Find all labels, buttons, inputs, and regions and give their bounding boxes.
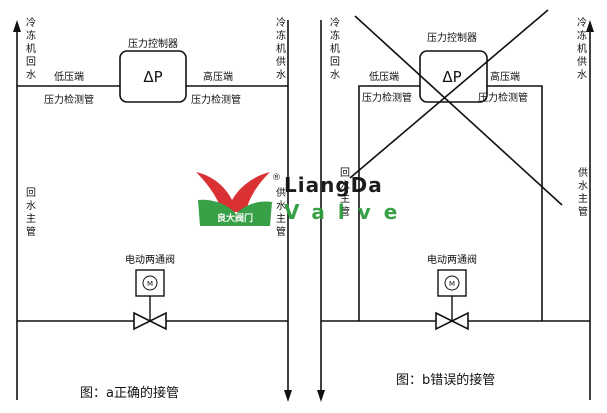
diagram-a-valve-label: 电动两通阀 [125,253,175,266]
diagram-a: 冷冻机回水 冷冻机供水 压力控制器 ΔP 低压端 高压端 压力检测管 压力检测管… [13,16,292,402]
diagram-b-cross-line-1 [354,15,563,206]
diagram-a-supply-arrow-icon [284,390,292,402]
diagram-a-motor-icon [142,275,158,291]
diagram-b-motor-symbol: M [449,280,455,288]
diagram-b-low-side-label: 低压端 [369,70,399,83]
liangda-logo-text: 良大阀门 [217,212,253,224]
diagram-a-left-tube-label: 压力检测管 [44,93,94,106]
diagram-b-caption: 图：b错误的接管 [396,372,495,388]
diagram-a-return-arrow-icon [13,20,21,32]
diagram-a-high-side-label: 高压端 [203,70,233,83]
diagram-b: 冷冻机回水 冷冻机供水 压力控制器 ΔP 低压端 高压端 压力检测管 压力检测管… [317,9,594,402]
diagram-a-supply-main-label: 供水主管 [276,186,286,238]
diagram-b-high-side-label: 高压端 [490,70,520,83]
diagram-b-right-pipe-label: 冷冻机供水 [577,16,587,81]
liangda-watermark: 良大阀门 ® LiangDa Valve [196,172,410,226]
diagram-a-dp-symbol: ΔP [143,68,162,86]
diagram-b-right-tube-label: 压力检测管 [478,91,528,104]
diagram-b-valve-label: 电动两通阀 [427,253,477,266]
diagram-b-right-tube [487,85,543,321]
diagram-a-motor-symbol: M [147,280,153,288]
diagram-b-left-pipe-label: 冷冻机回水 [330,16,340,81]
diagram-a-return-main-label: 回水主管 [26,187,36,238]
diagram-b-cross-line-2 [349,9,549,179]
liangda-logo-icon: 良大阀门 [196,172,272,226]
diagram-b-controller-label: 压力控制器 [427,31,477,44]
diagram-b-left-tube [358,85,420,321]
diagram-b-dp-symbol: ΔP [442,68,461,86]
diagram-b-left-tube-label: 压力检测管 [362,91,412,104]
diagram-b-supply-arrow-icon [586,20,594,32]
registered-mark: ® [272,173,281,183]
diagram-b-return-arrow-icon [317,390,325,402]
diagram-a-caption: 图：a正确的接管 [80,385,179,401]
brand-name-top: LiangDa [284,173,383,197]
diagram-b-valve-actuator [437,269,467,297]
diagram-a-pressure-controller [119,50,187,103]
diagram-b-motor-icon [444,275,460,291]
diagram-b-supply-main-label: 供水主管 [578,166,588,218]
diagram-a-left-pipe-label: 冷冻机回水 [26,16,36,81]
brand-name-bottom: Valve [284,200,410,224]
diagram-a-right-pipe-label: 冷冻机供水 [276,16,286,81]
diagram-b-return-main-label: 回水主管 [340,167,350,218]
diagram-b-pressure-controller [419,50,488,103]
diagram-a-right-tube-label: 压力检测管 [191,93,241,106]
diagram-a-low-side-label: 低压端 [54,70,84,83]
diagram-a-controller-label: 压力控制器 [128,37,178,50]
